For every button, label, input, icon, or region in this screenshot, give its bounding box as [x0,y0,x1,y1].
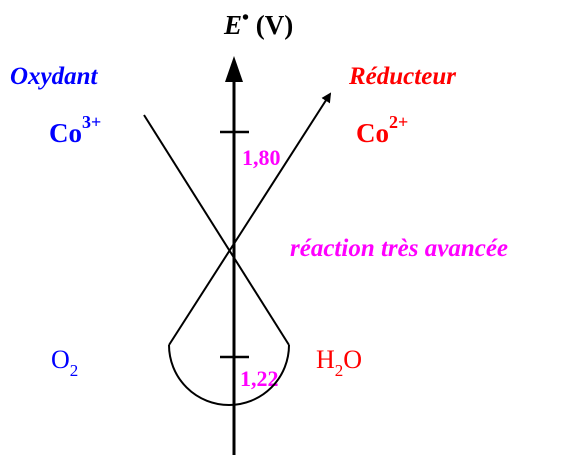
potential-label-co: 1,80 [242,145,281,170]
oxidant-header: Oxydant [10,63,99,90]
axis-superscript: • [242,7,249,29]
species-co3plus: Co3+ [49,112,101,148]
reaction-annotation: réaction très avancée [290,235,508,262]
axis-symbol: E [223,10,242,40]
reaction-arrow-co2plus [168,92,332,346]
species-h2o: H2O [316,345,362,380]
species-co2plus: Co2+ [356,112,408,148]
species-o2: O2 [51,345,78,380]
axis-unit: (V) [256,10,293,40]
reaction-line-co3plus [143,114,290,346]
reductant-header: Réducteur [348,63,456,90]
axis-arrowhead-icon [225,56,243,82]
axis-title: E• (V) [223,7,293,40]
reaction-loop [168,344,290,406]
